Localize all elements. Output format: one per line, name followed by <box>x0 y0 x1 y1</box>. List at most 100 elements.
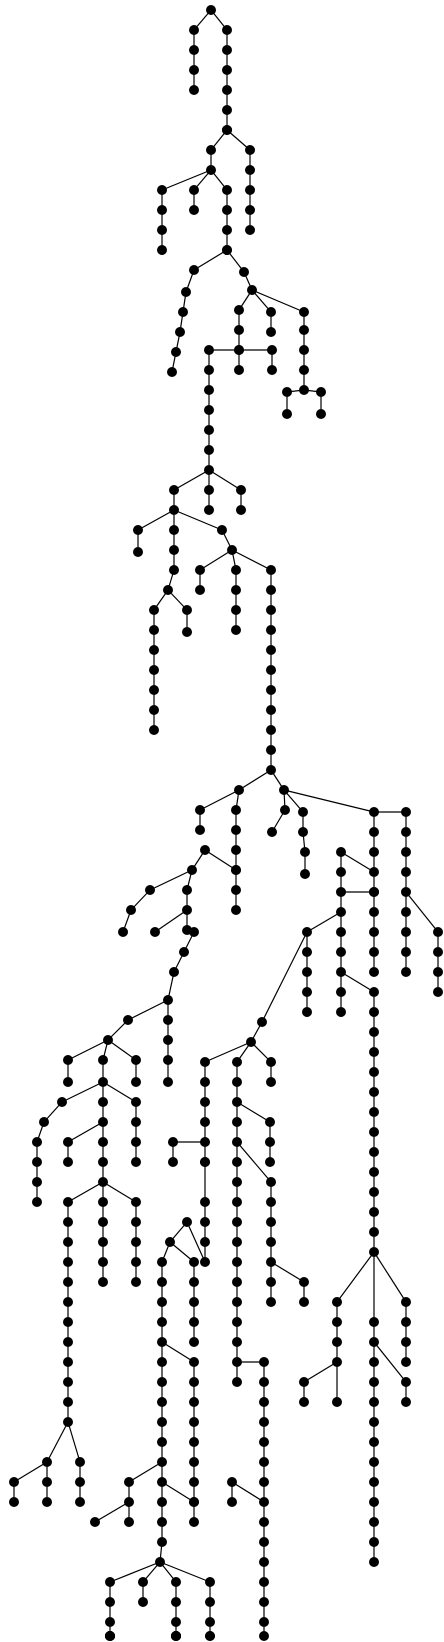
tree-node <box>157 1357 167 1367</box>
tree-node <box>222 25 232 35</box>
tree-node <box>247 285 257 295</box>
tree-edge <box>13 1461 48 1483</box>
tree-node <box>200 1057 210 1067</box>
tree-node <box>9 1477 19 1487</box>
tree-node <box>163 1055 173 1065</box>
tree-node <box>232 1077 242 1087</box>
tree-node <box>195 565 205 575</box>
tree-node <box>98 1257 108 1267</box>
tree-node <box>369 1357 379 1367</box>
tree-edge <box>251 289 305 313</box>
tree-node <box>204 505 214 515</box>
tree-node <box>266 705 276 715</box>
tree-node <box>222 185 232 195</box>
tree-node <box>298 827 308 837</box>
tree-node <box>369 807 379 817</box>
tree-node <box>369 1397 379 1407</box>
tree-node <box>163 585 173 595</box>
tree-node <box>75 1457 85 1467</box>
tree-node <box>204 365 214 375</box>
tree-node <box>200 845 210 855</box>
tree-node <box>63 1257 73 1267</box>
tree-node <box>63 1197 73 1207</box>
tree-node <box>182 885 192 895</box>
tree-node <box>171 1617 181 1627</box>
tree-node <box>98 1137 108 1147</box>
tree-node <box>336 847 346 857</box>
tree-node <box>266 307 276 317</box>
tree-node <box>245 225 255 235</box>
tree-node <box>163 995 173 1005</box>
tree-node <box>232 1337 242 1347</box>
tree-node <box>401 927 411 937</box>
tree-node <box>182 1217 192 1227</box>
tree-node <box>149 625 159 635</box>
tree-node <box>369 887 379 897</box>
tree-node <box>266 725 276 735</box>
tree-node <box>32 1157 42 1167</box>
tree-node <box>168 1157 178 1167</box>
tree-node <box>157 245 167 255</box>
tree-edge <box>137 509 175 531</box>
tree-node <box>300 869 310 879</box>
tree-edge <box>173 509 223 531</box>
tree-node <box>145 885 155 895</box>
tree-node <box>105 1597 115 1607</box>
tree-node <box>75 1477 85 1487</box>
tree-edge <box>231 1481 265 1503</box>
tree-node <box>63 1217 73 1227</box>
tree-node <box>222 65 232 75</box>
tree-node <box>200 1097 210 1107</box>
tree-node <box>131 1197 141 1207</box>
tree-node <box>206 165 216 175</box>
tree-node <box>369 1537 379 1547</box>
tree-node <box>189 1497 199 1507</box>
tree-node <box>232 1137 242 1147</box>
tree-node <box>222 105 232 115</box>
tree-node <box>299 1297 309 1307</box>
tree-node <box>131 1097 141 1107</box>
tree-node <box>157 225 167 235</box>
tree-node <box>171 1631 181 1641</box>
tree-node <box>369 1067 379 1077</box>
tree-node <box>133 547 143 557</box>
tree-node <box>231 885 241 895</box>
tree-node <box>236 485 246 495</box>
tree-edge <box>67 1421 81 1463</box>
tree-node <box>42 1457 52 1467</box>
tree-edge <box>154 909 188 933</box>
tree-node <box>39 1117 49 1127</box>
tree-node <box>266 1057 276 1067</box>
tree-node <box>131 1217 141 1227</box>
tree-node <box>189 1297 199 1307</box>
tree-node <box>259 1577 269 1587</box>
tree-edge <box>236 1101 271 1123</box>
tree-node <box>369 907 379 917</box>
tree-node <box>266 1197 276 1207</box>
tree-node <box>181 287 191 297</box>
tree-edge <box>186 1221 206 1263</box>
tree-node <box>259 1397 269 1407</box>
tree-node <box>302 927 312 937</box>
tree-node <box>163 1035 173 1045</box>
tree-node <box>401 907 411 917</box>
tree-node <box>232 1117 242 1127</box>
tree-node <box>131 1077 141 1087</box>
tree-node <box>189 185 199 195</box>
tree-node <box>231 565 241 575</box>
tree-node <box>157 1377 167 1387</box>
tree-node <box>189 205 199 215</box>
tree-node <box>401 967 411 977</box>
tree-node <box>232 1377 242 1387</box>
tree-node <box>332 1297 342 1307</box>
tree-node <box>105 1631 115 1641</box>
tree-edge <box>373 1341 407 1383</box>
tree-node <box>369 1087 379 1097</box>
tree-node <box>267 827 277 837</box>
tree-edge <box>161 1481 195 1503</box>
tree-node <box>369 1437 379 1447</box>
tree-node <box>205 1617 215 1627</box>
tree-node <box>232 1277 242 1287</box>
tree-edge <box>340 851 375 873</box>
